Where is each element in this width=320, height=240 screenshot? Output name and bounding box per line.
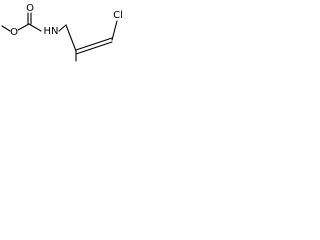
bond-ch2-c bbox=[65, 24, 77, 52]
bond-methyl-o bbox=[1, 25, 11, 32]
methoxy-oxygen-label: O bbox=[10, 27, 18, 38]
carbonyl-oxygen-label: O bbox=[26, 3, 34, 14]
chlorine-label: Cl bbox=[113, 10, 123, 21]
bond-o-carbonyl-c bbox=[17, 23, 30, 31]
bond-allene-2b bbox=[93, 41, 113, 49]
bond-n-ch2 bbox=[58, 24, 67, 32]
molecule-drawing: O O HN Cl bbox=[1, 3, 123, 62]
bond-allene-2a bbox=[93, 37, 113, 45]
bond-allene-1b bbox=[75, 47, 95, 55]
bond-c-cl bbox=[111, 20, 118, 41]
structure-diagram: O O HN Cl bbox=[0, 0, 128, 77]
bond-carbonyl-n bbox=[28, 23, 42, 32]
amine-label: HN bbox=[44, 26, 59, 37]
bond-allene-1a bbox=[75, 43, 95, 51]
